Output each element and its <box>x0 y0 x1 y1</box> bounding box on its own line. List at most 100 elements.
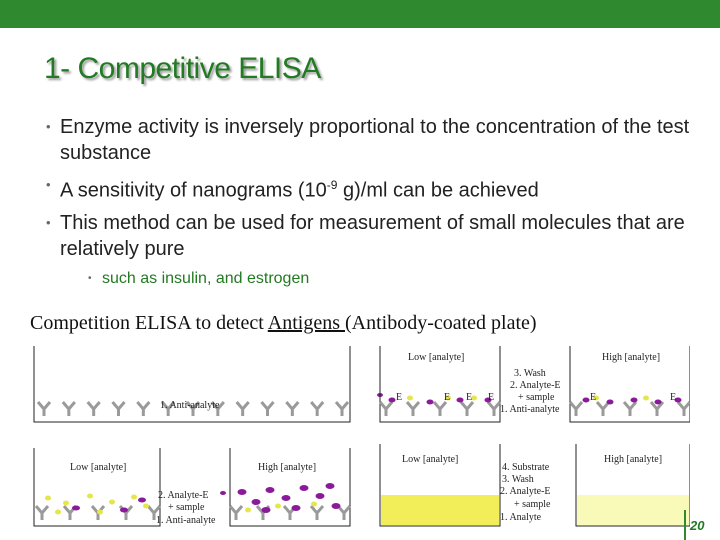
antibody-icon <box>260 401 275 416</box>
diagram-title-after: (Antibody-coated plate) <box>344 312 537 334</box>
antibody-icon <box>210 401 225 416</box>
analyte-dot <box>593 395 599 401</box>
antibody-icon <box>61 401 76 416</box>
step4-labels: 4. Substrate 3. Wash 2. Analyte-E + samp… <box>500 462 551 523</box>
panel-low-bottom-label: Low [analyte] <box>402 454 458 465</box>
analyte-dot <box>275 503 281 509</box>
well-high-bottom: High [analyte] <box>575 444 690 527</box>
antibody-icon <box>86 401 101 416</box>
analyte-dot <box>109 499 115 505</box>
analyte-dot <box>471 395 477 401</box>
top-bar <box>0 0 720 28</box>
conjugate-dot <box>325 483 335 489</box>
well-step1: 1. Anti-analyte <box>33 346 383 495</box>
step3-line: 3. Wash <box>514 368 546 379</box>
conjugate-dot <box>72 505 80 511</box>
antibody-icon <box>459 401 475 416</box>
conjugate-dot <box>654 399 662 405</box>
antibody-icon <box>676 401 690 416</box>
antibody-icon <box>185 401 201 416</box>
antibody-icon <box>228 505 244 520</box>
bullet-text-after: g)/ml can be achieved <box>337 179 539 202</box>
step4-line: + sample <box>514 499 551 510</box>
bullet-dot-icon: • <box>88 272 92 284</box>
enzyme-label: E <box>396 392 402 403</box>
bullet-superscript: -9 <box>326 178 338 192</box>
enzyme-label: E <box>444 392 450 403</box>
enzyme-label: E <box>670 392 676 403</box>
conjugate-dot <box>426 399 434 405</box>
bullet-item: • This method can be used for measuremen… <box>44 210 714 262</box>
analyte-dot <box>311 501 317 507</box>
antibody-icon <box>432 401 448 416</box>
antibody-icon <box>235 401 250 416</box>
page-number-divider <box>684 510 686 540</box>
analyte-dot <box>45 495 51 501</box>
antibody-icon <box>622 401 638 416</box>
antibody-icon <box>111 401 126 416</box>
step3-line: 2. Analyte-E <box>510 380 561 391</box>
conjugate-dot <box>630 397 638 403</box>
conjugate-dot <box>265 487 275 493</box>
step3-line: + sample <box>518 392 555 403</box>
step4-line: 4. Substrate <box>502 462 550 473</box>
antibody-icon <box>336 505 352 520</box>
analyte-dot <box>55 509 61 515</box>
antibody-icon <box>334 401 350 416</box>
analyte-dot <box>245 507 251 513</box>
conjugate-dot <box>299 485 309 491</box>
step4-line: 3. Wash <box>502 474 534 485</box>
antibody-icon <box>34 505 50 520</box>
conjugate-dot <box>120 507 128 513</box>
diagram-title: Competition ELISA to detect Antigens (An… <box>30 312 537 335</box>
step2-labels: 2. Analyte-E + sample 1. Anti-analyte <box>156 490 216 526</box>
step2-line: 2. Analyte-E <box>158 490 209 501</box>
antibody-icon <box>595 401 611 416</box>
bullet-dot-icon: • <box>46 119 51 134</box>
panel-high-left-label: High [analyte] <box>258 462 316 473</box>
analyte-dot <box>131 494 137 500</box>
antibody-icon <box>568 401 584 416</box>
well-low-bottom: Low [analyte] <box>379 444 501 527</box>
analyte-dot <box>643 395 649 401</box>
antibody-icon <box>161 401 176 416</box>
analyte-dot <box>63 500 69 506</box>
enzyme-label: E <box>590 392 596 403</box>
product-fill-low <box>381 495 499 525</box>
conjugate-dot <box>456 397 464 403</box>
conjugate-dot <box>138 497 146 503</box>
conjugate-dot <box>388 397 396 403</box>
analyte-dot <box>143 503 149 509</box>
slide-title: 1- Competitive ELISA <box>44 52 321 85</box>
conjugate-dot <box>484 397 492 403</box>
sub-bullet-text: such as insulin, and estrogen <box>102 269 310 287</box>
analyte-dot <box>87 493 93 499</box>
conjugate-dot <box>281 495 291 501</box>
antibody-icon <box>649 401 665 416</box>
analyte-dot <box>97 509 103 515</box>
antibody-icon <box>378 401 394 416</box>
antibody-icon <box>285 401 300 416</box>
step4-line: 2. Analyte-E <box>500 486 551 497</box>
page-number: 20 <box>690 518 705 533</box>
diagram-title-before: Competition ELISA to detect <box>30 312 268 334</box>
analyte-dot <box>407 395 413 401</box>
conjugate-dot <box>606 399 614 405</box>
antibody-icon <box>136 401 151 416</box>
conjugate-dot <box>237 489 247 495</box>
step3-line: 1. Anti-analyte <box>500 404 560 415</box>
panel-low-top-label: Low [analyte] <box>408 352 464 363</box>
step3-labels: 3. Wash 2. Analyte-E + sample 1. Anti-an… <box>500 368 561 415</box>
step2-line: 1. Anti-analyte <box>156 515 216 526</box>
conjugate-dot <box>291 505 301 511</box>
antibody-icon <box>486 401 502 416</box>
bullet-item: • Enzyme activity is inversely proportio… <box>44 114 714 166</box>
enzyme-label: E <box>488 392 494 403</box>
conjugate-dot <box>582 397 590 403</box>
diagram-title-underlined: Antigens <box>267 312 345 334</box>
bullet-text: This method can be used for measurement … <box>60 211 685 260</box>
conjugate-dot <box>261 507 271 513</box>
sub-bullet-item: • such as insulin, and estrogen <box>44 268 714 290</box>
